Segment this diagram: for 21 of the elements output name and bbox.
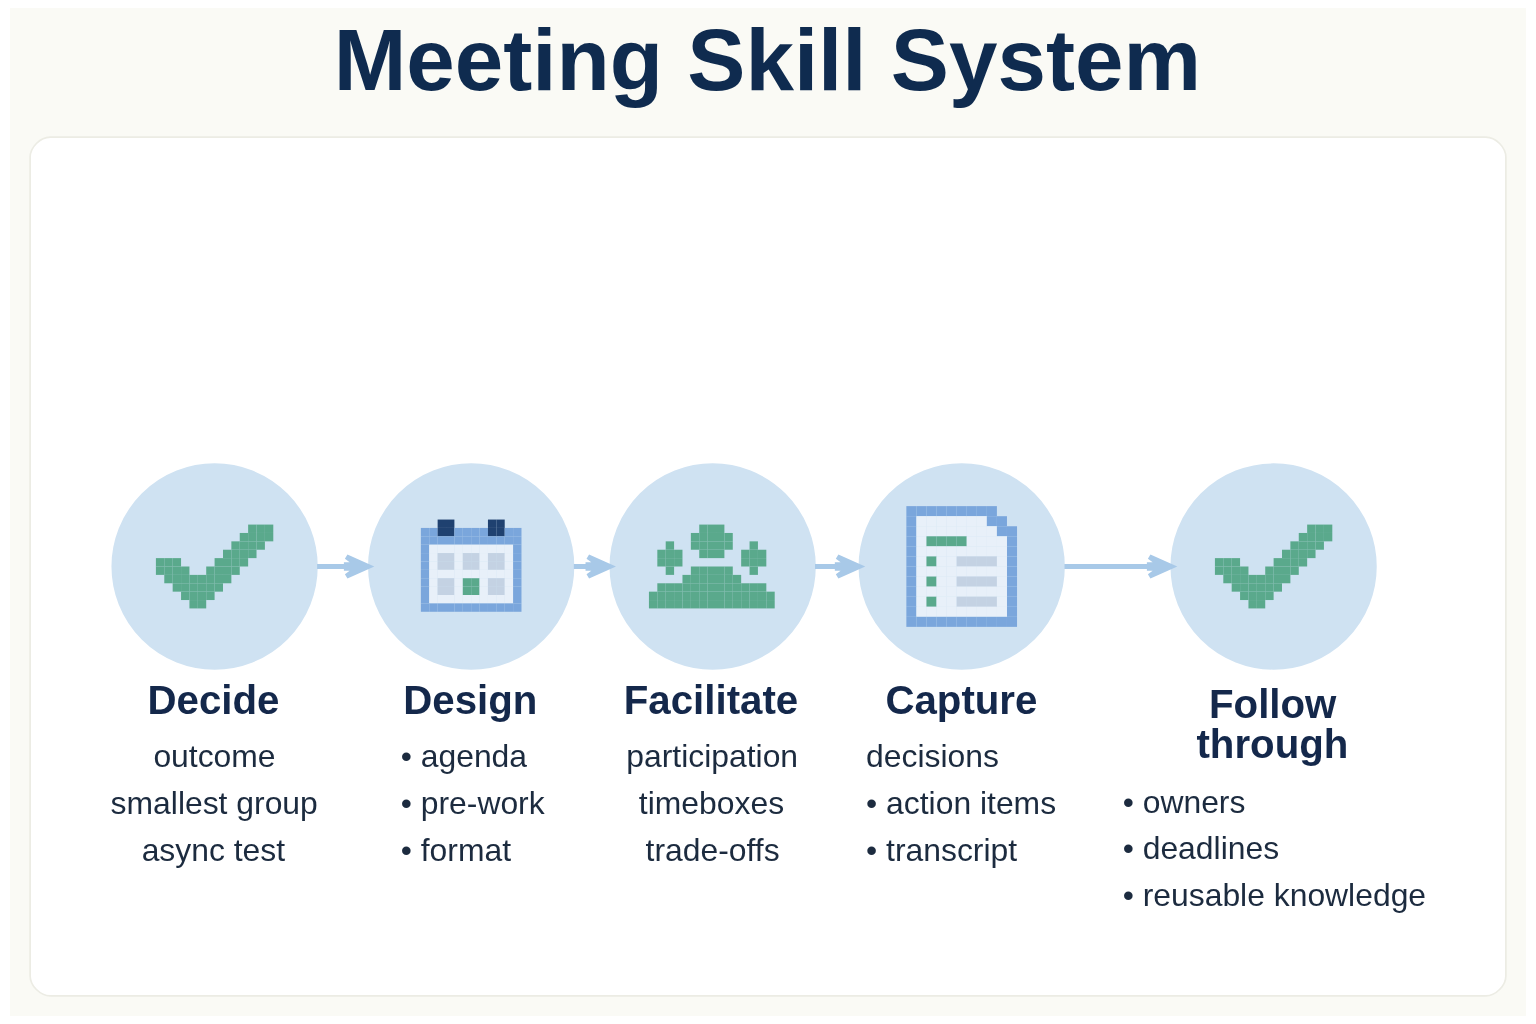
node-label: outcome: [153, 738, 276, 775]
node-label: Decide: [147, 677, 280, 723]
node-label: Facilitate: [623, 677, 799, 723]
diagram-title: Meeting Skill System: [333, 10, 1201, 108]
node-label: • pre-work: [400, 785, 545, 822]
node-label: • action items: [866, 785, 1057, 822]
node-label: trade-offs: [645, 832, 780, 869]
node-label: • owners: [1122, 783, 1246, 820]
node-label: Design: [403, 677, 538, 723]
node-label: decisions: [866, 738, 999, 775]
node-label: timeboxes: [638, 785, 785, 822]
node-label: • agenda: [400, 738, 528, 775]
node-label: • format: [400, 832, 512, 869]
node-label: async test: [141, 832, 286, 869]
node-label: Follow through: [1196, 681, 1349, 768]
node-label: Capture: [885, 677, 1038, 723]
node-label: smallest group: [110, 785, 318, 822]
node-label: • transcript: [866, 832, 1018, 869]
node-label: participation: [626, 738, 799, 775]
node-label: • deadlines: [1122, 830, 1280, 867]
node-label: • reusable knowledge: [1122, 877, 1427, 914]
